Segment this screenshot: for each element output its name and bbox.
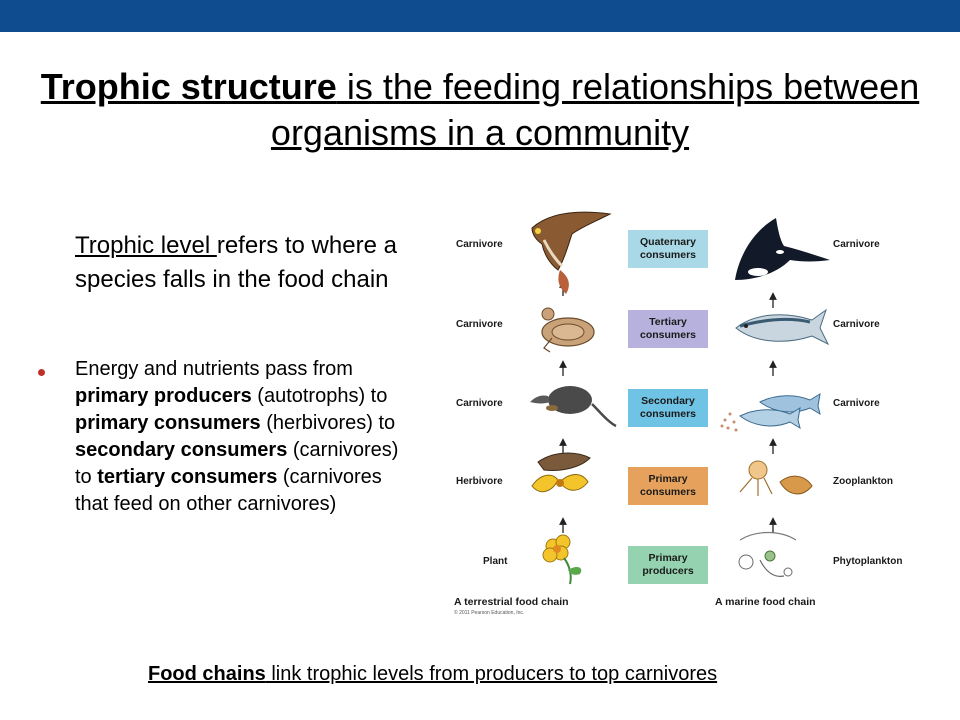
level-3-line-1: Secondary (641, 395, 695, 407)
title-rest: is the feeding relationships between org… (270, 66, 920, 153)
level-box-4: Primary consumers (628, 467, 708, 505)
bullet-text-4: (carnivores) to (75, 439, 399, 488)
level-box-2: Tertiary consumers (628, 310, 708, 348)
left-label-2: Carnivore (456, 319, 503, 330)
grasshopper-icon (531, 452, 591, 493)
left-label-4: Herbivore (456, 476, 503, 487)
lead-term: Trophic level (75, 232, 217, 259)
flower-icon (542, 534, 582, 585)
level-2-line-2: consumers (640, 329, 696, 341)
lead-rest: refers to where a species falls in the f… (75, 232, 397, 293)
bullet-marker (38, 369, 45, 376)
tuna-icon (735, 308, 830, 346)
left-caption: A terrestrial food chain (454, 596, 569, 608)
right-label-2: Carnivore (833, 319, 880, 330)
level-1-line-1: Quaternary (640, 236, 696, 248)
bullet-bold-3: secondary consumers (75, 439, 288, 461)
level-box-1: Quaternary consumers (628, 230, 708, 268)
bullet-bold-1: primary producers (75, 385, 252, 407)
bullet-text-1: Energy and nutrients pass from (75, 358, 353, 380)
footer-bold: Food chains (148, 663, 266, 685)
level-box-quaternary (628, 230, 708, 268)
bullet-text-3: (herbivores) to (260, 412, 396, 434)
right-caption: A marine food chain (715, 596, 816, 608)
level-box-primary-producers (628, 546, 708, 584)
level-5-line-1: Primary (648, 552, 687, 564)
copyright-note: © 2011 Pearson Education, Inc. (454, 609, 524, 616)
level-4-line-2: consumers (640, 486, 696, 498)
food-chain-diagram: Carnivore Carnivore Carnivore Herbivore … (454, 211, 902, 616)
right-label-1: Carnivore (833, 239, 880, 250)
hawk-icon (531, 211, 612, 294)
bullet-paragraph: Energy and nutrients pass from primary p… (75, 356, 405, 518)
right-label-4: Zooplankton (833, 476, 893, 487)
level-1-line-2: consumers (640, 249, 696, 261)
level-2-line-1: Tertiary (649, 316, 687, 328)
fish-icon (720, 393, 821, 432)
bullet-text-5: (carnivores that feed on other carnivore… (75, 466, 382, 515)
title-bold: Trophic structure (40, 66, 337, 107)
phytoplankton-icon (738, 531, 797, 577)
left-label-5: Plant (483, 556, 508, 567)
right-label-3: Carnivore (833, 398, 880, 409)
level-3-line-2: consumers (640, 408, 696, 420)
slide-title: Trophic structure is the feeding relatio… (0, 64, 960, 156)
shrew-icon (530, 386, 617, 428)
bullet-bold-2: primary consumers (75, 412, 261, 434)
level-4-line-1: Primary (648, 473, 687, 485)
footer-caption: Food chains link trophic levels from pro… (148, 661, 717, 687)
right-label-5: Phytoplankton (833, 556, 902, 567)
snake-icon (541, 307, 595, 353)
level-box-5: Primary producers (628, 546, 708, 584)
bullet-text-2: (autotrophs) to (251, 385, 388, 407)
orca-icon (735, 218, 830, 280)
level-box-tertiary (628, 310, 708, 348)
zooplankton-icon (739, 460, 813, 496)
bullet-bold-4: tertiary consumers (97, 466, 278, 488)
top-bar (0, 0, 960, 32)
level-box-3: Secondary consumers (628, 389, 708, 427)
lead-paragraph: Trophic level refers to where a species … (75, 229, 405, 297)
level-box-secondary (628, 389, 708, 427)
footer-rest: link trophic levels from producers to to… (265, 663, 718, 685)
level-box-primary-consumers (628, 467, 708, 505)
left-label-1: Carnivore (456, 239, 503, 250)
left-label-3: Carnivore (456, 398, 503, 409)
level-5-line-2: producers (642, 565, 694, 577)
